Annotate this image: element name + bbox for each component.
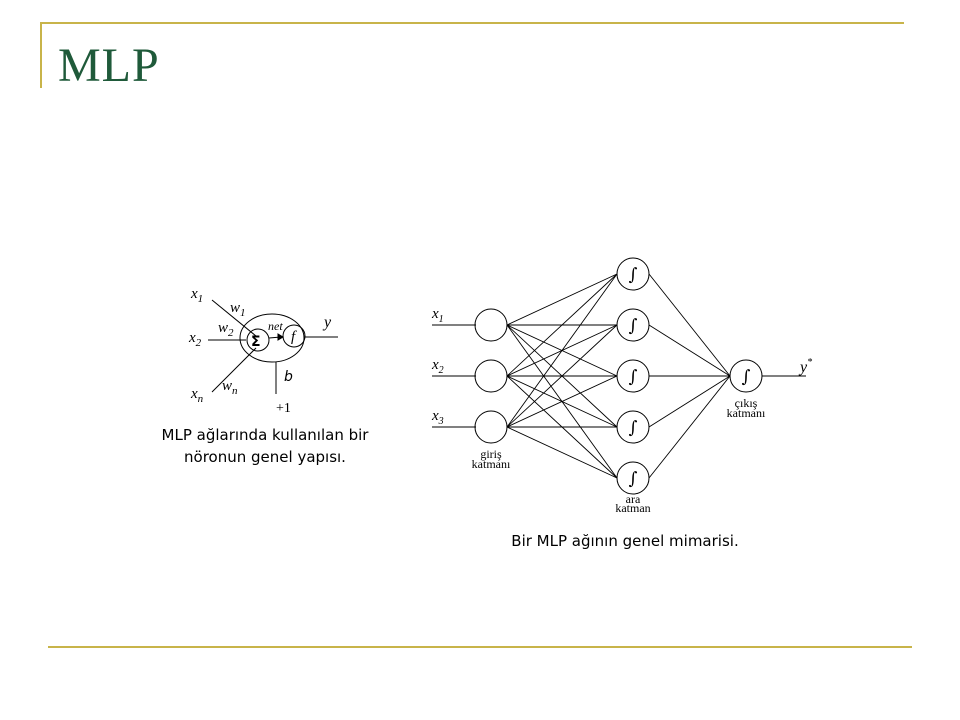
neuron-input-label-n: xn	[190, 386, 204, 405]
hidden-node	[616, 461, 650, 495]
input-node	[474, 308, 508, 342]
left-rule	[40, 22, 42, 88]
neuron-caption: MLP ağlarında kullanılan bir nöronun gen…	[140, 424, 390, 468]
network-nodes: ∫ ∫ ∫ ∫ ∫ ∫	[474, 257, 763, 495]
bias-input-label: +1	[276, 401, 291, 416]
hidden-activation-symbol: ∫	[629, 316, 638, 336]
neuron-input-line-1	[211, 299, 257, 337]
activation-node	[282, 324, 306, 348]
hidden-node	[616, 308, 650, 342]
net-arrowhead	[277, 333, 284, 341]
input-hidden-connection	[506, 324, 618, 428]
neuron-input-label-1: x1	[190, 286, 203, 305]
neuron-weight-label-1: w1	[230, 300, 246, 319]
hidden-layer-label-line2: katman	[615, 501, 650, 515]
hidden-output-connection	[648, 273, 731, 377]
input-hidden-connection	[506, 273, 618, 377]
input-hidden-connection	[506, 426, 618, 479]
input-node	[474, 359, 508, 393]
input-hidden-connection	[506, 273, 618, 428]
net-label: net	[268, 319, 283, 333]
input-hidden-connection	[506, 375, 618, 428]
bottom-rule	[48, 646, 912, 648]
neuron-weight-label-2: w2	[218, 320, 234, 339]
neuron-output-label: y	[322, 314, 332, 331]
network-output-label: y*	[798, 357, 812, 376]
sum-symbol: Σ	[251, 334, 261, 350]
neuron-caption-line1: MLP ağlarında kullanılan bir	[161, 426, 369, 444]
neuron-caption-line2: nöronun genel yapısı.	[184, 448, 346, 466]
input-node	[474, 410, 508, 444]
hidden-node	[616, 410, 650, 444]
hidden-node	[616, 257, 650, 291]
hidden-activation-symbol: ∫	[629, 469, 638, 489]
hidden-output-connection	[648, 375, 731, 428]
neuron-labels: x1 x2 xn w1 w2 wn Σ net f y b +1	[188, 286, 332, 416]
hidden-activation-symbol: ∫	[629, 367, 638, 387]
network-input-label-1: x1	[431, 306, 444, 325]
hidden-node	[616, 359, 650, 393]
slide-title: MLP	[58, 39, 160, 92]
network-labels: x1 x2 x3 y* giriş katmanı ara katman çık…	[431, 306, 812, 515]
network-io-lines	[432, 324, 806, 428]
activation-label: f	[291, 329, 297, 345]
hidden-output-connection	[648, 375, 731, 479]
output-layer-label-line2: katmanı	[727, 406, 766, 420]
hidden-activation-symbol: ∫	[629, 418, 638, 438]
output-activation-symbol: ∫	[742, 367, 751, 387]
hidden-layer-label-line1: ara	[626, 492, 641, 506]
input-hidden-connection	[506, 273, 618, 326]
hidden-output-connection	[648, 324, 731, 377]
network-input-label-2: x2	[431, 357, 444, 376]
input-layer-label-line1: giriş	[480, 447, 502, 461]
neuron-diagram	[208, 299, 338, 394]
output-layer-label-line1: çıkış	[735, 396, 758, 410]
bias-label: b	[284, 369, 293, 385]
network-input-label-3: x3	[431, 408, 444, 427]
neuron-input-label-2: x2	[188, 330, 202, 349]
hidden-activation-symbol: ∫	[629, 265, 638, 285]
network-caption: Bir MLP ağının genel mimarisi.	[511, 532, 739, 550]
network-connections	[506, 273, 731, 479]
neuron-weight-label-n: wn	[222, 378, 238, 397]
input-layer-label-line2: katmanı	[472, 457, 511, 471]
neuron-input-line-n	[211, 347, 257, 393]
top-rule	[40, 22, 904, 24]
sum-node	[246, 328, 270, 352]
neuron-body	[239, 313, 305, 363]
